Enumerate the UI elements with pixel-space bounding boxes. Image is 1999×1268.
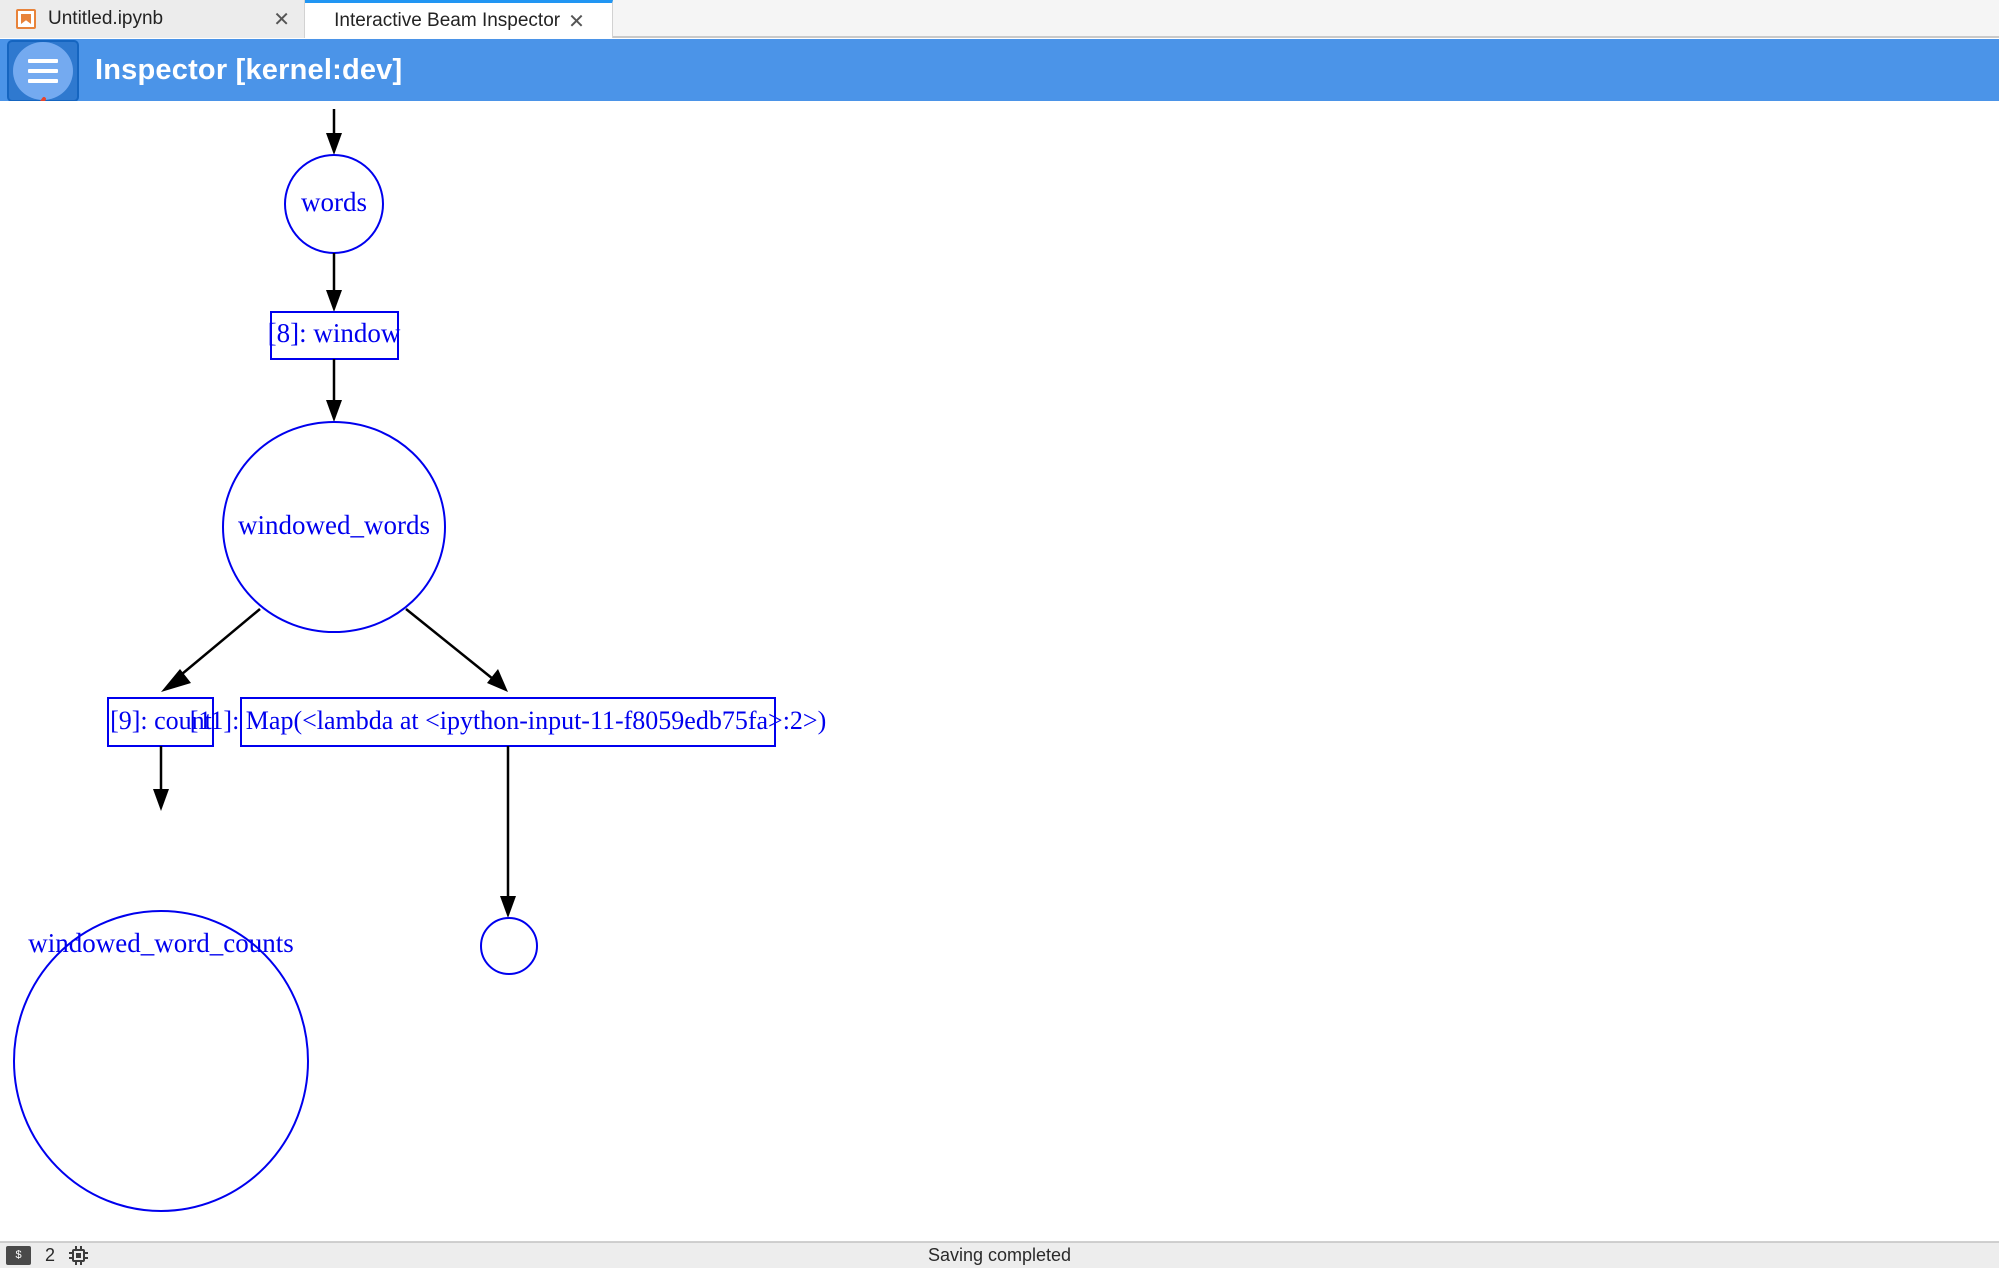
tab-label: Interactive Beam Inspector — [334, 9, 561, 31]
kernel-pin — [75, 1262, 78, 1265]
kernel-pin — [69, 1252, 73, 1254]
kernel-pin — [69, 1257, 73, 1259]
graph-node-label: [8]: window — [268, 318, 401, 348]
edge-windowed-words-to-map — [405, 608, 508, 692]
beam-pipeline-graph-canvas[interactable]: words [8]: window windowed_words — [0, 101, 1999, 1242]
graph-node-windowed-word-counts[interactable]: windowed_word_counts — [13, 910, 309, 1212]
page-title: Inspector [kernel:dev] — [95, 53, 403, 86]
pipeline-graph: words [8]: window windowed_words — [13, 109, 827, 1212]
terminal-count: 2 — [45, 1245, 56, 1265]
graph-node-label: words — [301, 187, 367, 217]
hamburger-bar — [28, 69, 58, 73]
kernel-chip-icon[interactable] — [69, 1246, 89, 1265]
edge-count-to-windowed-word-counts — [153, 746, 169, 811]
edge-words-to-window — [326, 253, 342, 312]
graph-node-window[interactable]: [8]: window — [268, 311, 401, 360]
edge-windowed-words-to-count — [161, 608, 261, 692]
graph-node-label: [9]: count — [110, 706, 213, 735]
hamburger-circle — [13, 42, 73, 100]
kernel-pin — [80, 1262, 83, 1265]
kernel-pin — [80, 1246, 83, 1249]
graph-node-label: windowed_word_counts — [28, 928, 293, 958]
tab-interactive-beam-inspector[interactable]: Interactive Beam Inspector ✕ — [305, 0, 613, 38]
graph-node-label: [11]: Map(<lambda at <ipython-input-11-f… — [190, 706, 827, 735]
edge-entry-to-words — [326, 109, 342, 155]
close-icon[interactable]: ✕ — [568, 8, 585, 33]
kernel-pin — [85, 1257, 89, 1259]
kernel-pin — [85, 1252, 89, 1254]
hamburger-menu-icon[interactable] — [7, 40, 79, 102]
inspector-header: Inspector [kernel:dev] — [0, 39, 1999, 102]
status-bar: $ 2 Saving completed — [0, 1242, 1999, 1268]
hamburger-bar — [28, 59, 58, 63]
graph-node-count[interactable]: [9]: count — [107, 697, 214, 747]
tab-bar-filler — [613, 0, 1999, 37]
kernel-chip-body — [72, 1249, 86, 1262]
status-message: Saving completed — [927, 1245, 1072, 1265]
tab-bar: Untitled.ipynb ✕ Interactive Beam Inspec… — [0, 0, 1999, 38]
hamburger-bar — [28, 79, 58, 83]
graph-node-pcollection-small[interactable] — [480, 917, 538, 975]
graph-node-map-lambda[interactable]: [11]: Map(<lambda at <ipython-input-11-f… — [190, 697, 827, 747]
terminal-icon[interactable]: $ — [6, 1246, 31, 1265]
graph-node-words[interactable]: words — [284, 154, 384, 254]
kernel-pin — [75, 1246, 78, 1249]
graph-node-label: windowed_words — [238, 510, 430, 540]
tab-untitled-ipynb[interactable]: Untitled.ipynb ✕ — [0, 0, 305, 38]
edge-window-to-windowed-words — [326, 359, 342, 422]
notebook-icon — [16, 9, 36, 29]
edge-map-to-pcollection — [500, 746, 516, 918]
status-bar-left: $ 2 — [0, 1245, 89, 1266]
graph-node-windowed-words[interactable]: windowed_words — [222, 421, 446, 633]
tab-label: Untitled.ipynb — [48, 8, 164, 29]
close-icon[interactable]: ✕ — [273, 7, 290, 31]
